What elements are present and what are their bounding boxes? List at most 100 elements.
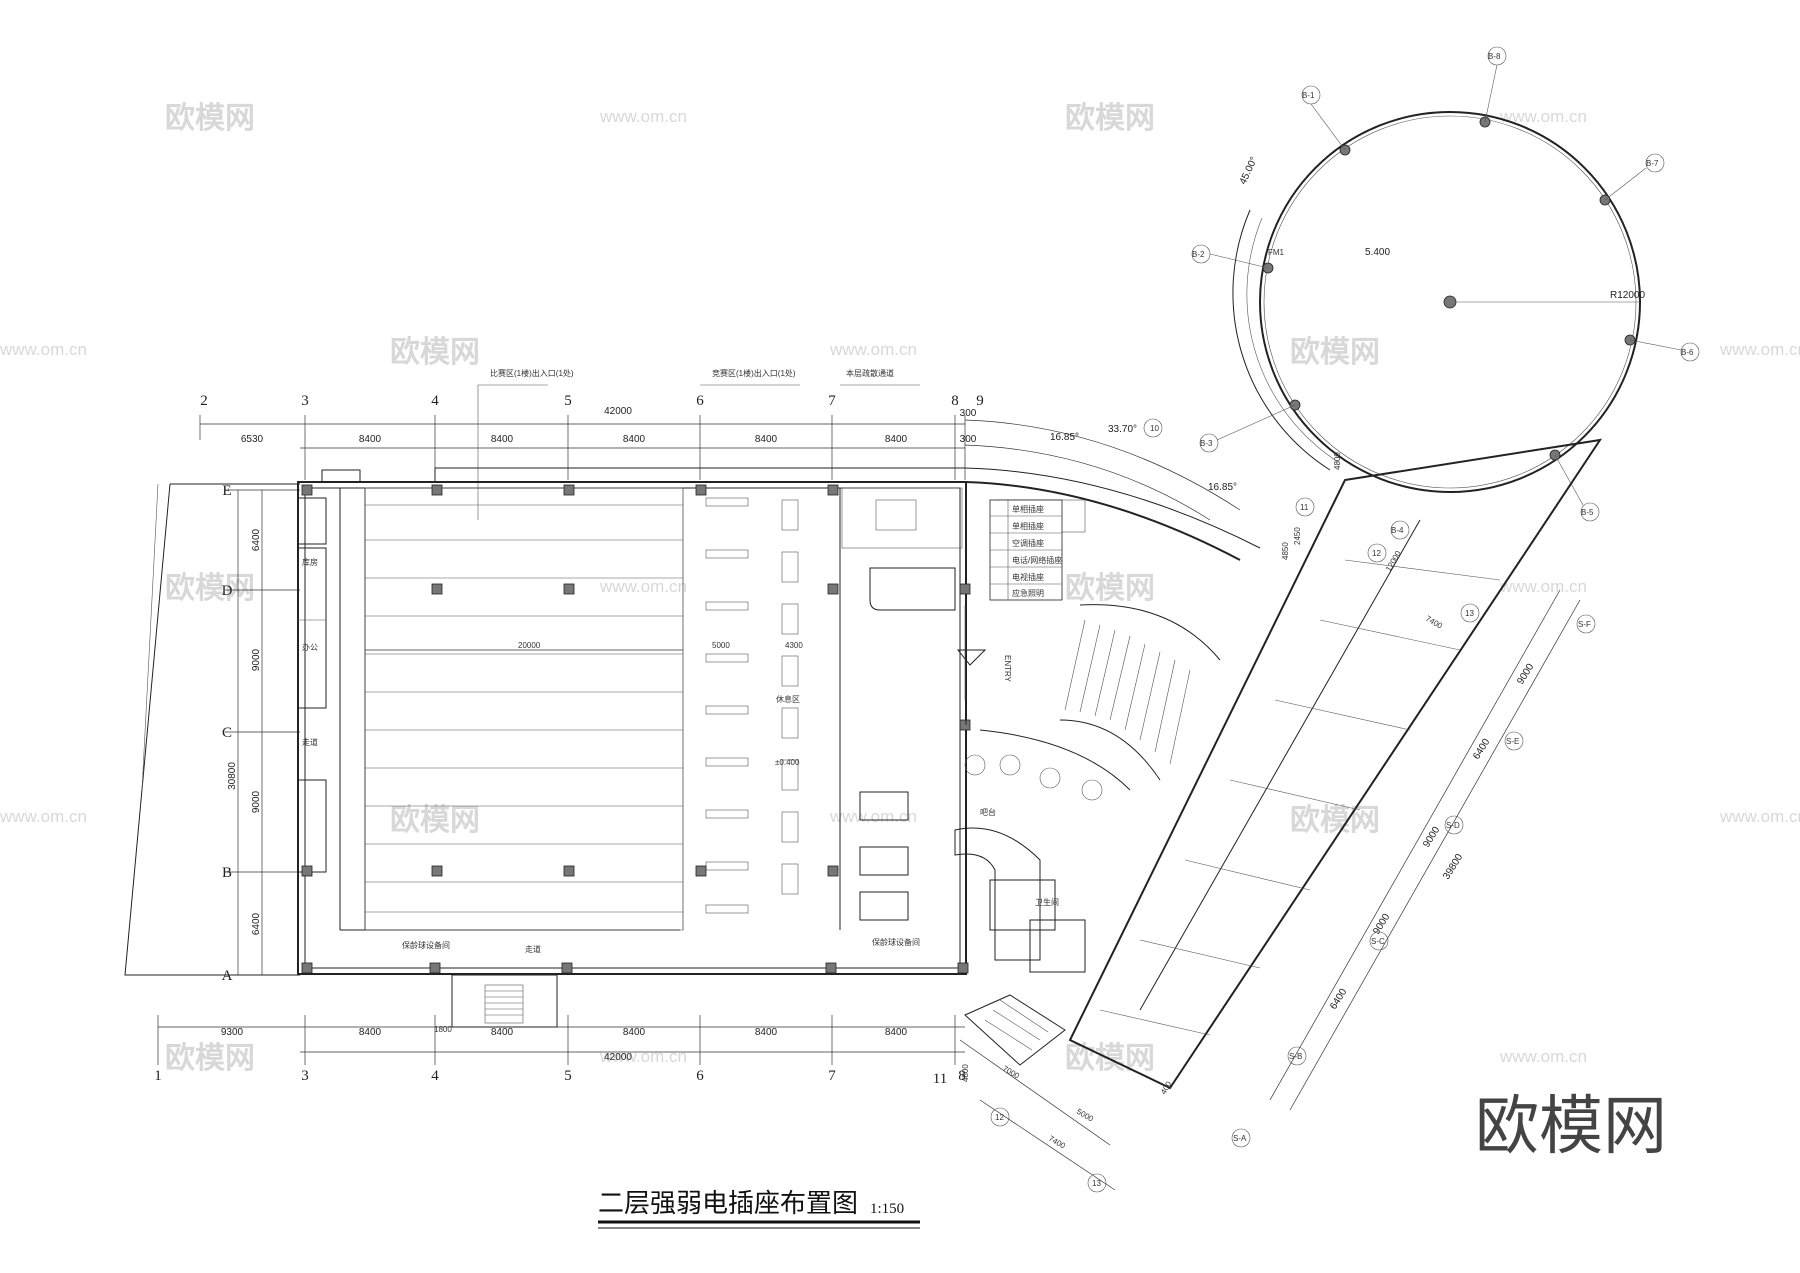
legend-item: 单相插座 — [1012, 521, 1044, 531]
axis-top-5: 5 — [564, 393, 572, 409]
rest-label: 休息区 — [776, 694, 800, 704]
watermark-layer: 欧模网 www.om.cn 欧模网 www.om.cn www.om.cn 欧模… — [0, 101, 1800, 1076]
axis-top-9: 9 — [976, 393, 984, 409]
dim-misc: 12000 — [1384, 549, 1403, 573]
top-axis-markers: 2 3 4 5 6 7 8 9 10 比赛区(1楼)出入口(1处) 竞赛区(1楼… — [200, 368, 1163, 520]
dim-angle-2: 33.70° — [1108, 424, 1137, 435]
service-rooms: 保龄球设备间 走道 保龄球设备间 — [402, 487, 966, 954]
dim-top-2: 8400 — [359, 434, 382, 445]
axis-bottom-7: 7 — [828, 1068, 836, 1084]
watermark-logo: 欧模网 — [165, 101, 255, 136]
axis-ring: B-2 — [1192, 250, 1205, 259]
legend-item: 电视插座 — [1012, 572, 1044, 582]
equip-label: 保龄球设备间 — [872, 937, 920, 947]
axis-ring: B-4 — [1391, 526, 1404, 535]
dim-stair: 1800 — [434, 1025, 452, 1034]
top-note-3: 本层疏散通道 — [846, 368, 894, 378]
axis-left-B: B — [222, 865, 232, 881]
watermark-url: www.om.cn — [0, 340, 87, 359]
axis-ring: B-8 — [1488, 52, 1501, 61]
bar-label: 吧台 — [980, 807, 996, 817]
dim-left-2: 9000 — [251, 648, 262, 671]
axis-left-D: D — [222, 583, 233, 599]
dim-bottom-2: 8400 — [359, 1027, 382, 1038]
watermark-logo: 欧模网 — [165, 1041, 255, 1076]
dim-left-4: 6400 — [251, 912, 262, 935]
south-stair: 1800 — [434, 974, 558, 1034]
bottom-dimension-chain: 9300 8400 8400 8400 8400 8400 42000 1 3 … — [154, 1015, 966, 1087]
legend-item: 单相插座 — [1012, 504, 1044, 514]
axis-ring: B-7 — [1646, 159, 1659, 168]
dim-misc: 400 — [1159, 1079, 1174, 1096]
axis-side: S-C — [1371, 937, 1385, 946]
axis-side: S-B — [1289, 1052, 1302, 1061]
lane-seating-area: 休息区 ±0.400 — [682, 488, 841, 930]
level-label: ±0.400 — [775, 758, 800, 767]
drawing-scale: 1:150 — [870, 1201, 904, 1217]
axis-ring: B-3 — [1200, 439, 1213, 448]
axis-diag: 11 — [1300, 503, 1309, 512]
watermark-url: www.om.cn — [599, 107, 687, 126]
watermark-url: www.om.cn — [0, 807, 87, 826]
dim-angle-3: 16.85° — [1208, 482, 1237, 493]
axis-left-A: A — [222, 968, 233, 984]
room-label: 库房 — [302, 557, 318, 567]
dim-bottom-4: 8400 — [623, 1027, 646, 1038]
dim-seating: 4300 — [785, 641, 803, 650]
axis-bottom-11: 11 — [933, 1071, 947, 1087]
axis-side: S-A — [1233, 1134, 1247, 1143]
dim-side: 9000 — [1515, 662, 1536, 687]
watermark-url: www.om.cn — [599, 577, 687, 596]
dim-top-3: 8400 — [491, 434, 514, 445]
axis-side: S-D — [1446, 821, 1460, 830]
socket-legend: 单相插座 单相插座 空调插座 电话/网络插座 电视插座 应急照明 — [989, 499, 1063, 601]
watermark-logo: 欧模网 — [390, 335, 480, 370]
structural-columns — [301, 484, 971, 974]
circular-pavilion: R12000 5.400 FM1 45.00° B-8 B-1 B-7 B-2 … — [1191, 46, 1700, 540]
axis-top-2: 2 — [200, 393, 208, 409]
axis-top-8: 8 — [951, 393, 959, 409]
watermark-url: www.om.cn — [1499, 577, 1587, 596]
level-label: 5.400 — [1365, 247, 1390, 258]
dim-angle-ring: 45.00° — [1238, 155, 1260, 186]
watermark-url: www.om.cn — [829, 807, 917, 826]
room-label: 走道 — [302, 737, 318, 747]
dim-top-8: 300 — [960, 434, 977, 445]
watermark-url: www.om.cn — [1499, 107, 1587, 126]
dim-bottom-1: 9300 — [221, 1027, 244, 1038]
axis-bottom-5: 5 — [564, 1068, 572, 1084]
dim-left-total: 30800 — [227, 762, 238, 790]
axis-side: S-F — [1578, 620, 1591, 629]
top-dimension-chain: 42000 6530 8400 8400 8400 8400 8400 300 … — [199, 406, 1241, 521]
legend-item: 空调插座 — [1012, 538, 1044, 548]
equip-label: 保龄球设备间 — [402, 940, 450, 950]
axis-bubble-10 — [1143, 418, 1163, 438]
axis-side: S-E — [1506, 737, 1519, 746]
dim-misc: 2450 — [1293, 527, 1302, 545]
axis-diag-10: 10 — [1150, 424, 1159, 433]
dim-top-1: 6530 — [241, 434, 264, 445]
axis-top-3: 3 — [301, 393, 309, 409]
room-label: 办公 — [302, 642, 318, 652]
dim-misc: 7400 — [1047, 1134, 1067, 1151]
axis-left-C: C — [222, 725, 232, 741]
axis-ring: B-1 — [1302, 91, 1315, 100]
dim-left-3: 9000 — [251, 790, 262, 813]
axis-bottom-6: 6 — [696, 1068, 704, 1084]
dim-misc: 5000 — [1075, 1107, 1095, 1124]
watermark-url: www.om.cn — [1719, 807, 1800, 826]
dim-total-top: 42000 — [604, 406, 632, 417]
left-dimension-chain: 6400 9000 9000 6400 30800 E D C B A — [222, 483, 300, 984]
watermark-url: www.om.cn — [829, 340, 917, 359]
axis-top-7: 7 — [828, 393, 836, 409]
dim-side-total: 39800 — [1441, 852, 1465, 882]
dim-bottom-3: 8400 — [491, 1027, 514, 1038]
axis-ring: B-6 — [1681, 348, 1694, 357]
drawing-title-block: 二层强弱电插座布置图 1:150 — [598, 1189, 920, 1229]
dim-top-7: 300 — [960, 408, 977, 419]
axis-bottom-4: 4 — [431, 1068, 439, 1084]
axis-diag: 12 — [995, 1113, 1004, 1122]
dim-side: 9000 — [1371, 912, 1392, 937]
watermark-logo: 欧模网 — [1290, 803, 1380, 838]
brand-mark: 欧模网 — [1475, 1090, 1667, 1164]
